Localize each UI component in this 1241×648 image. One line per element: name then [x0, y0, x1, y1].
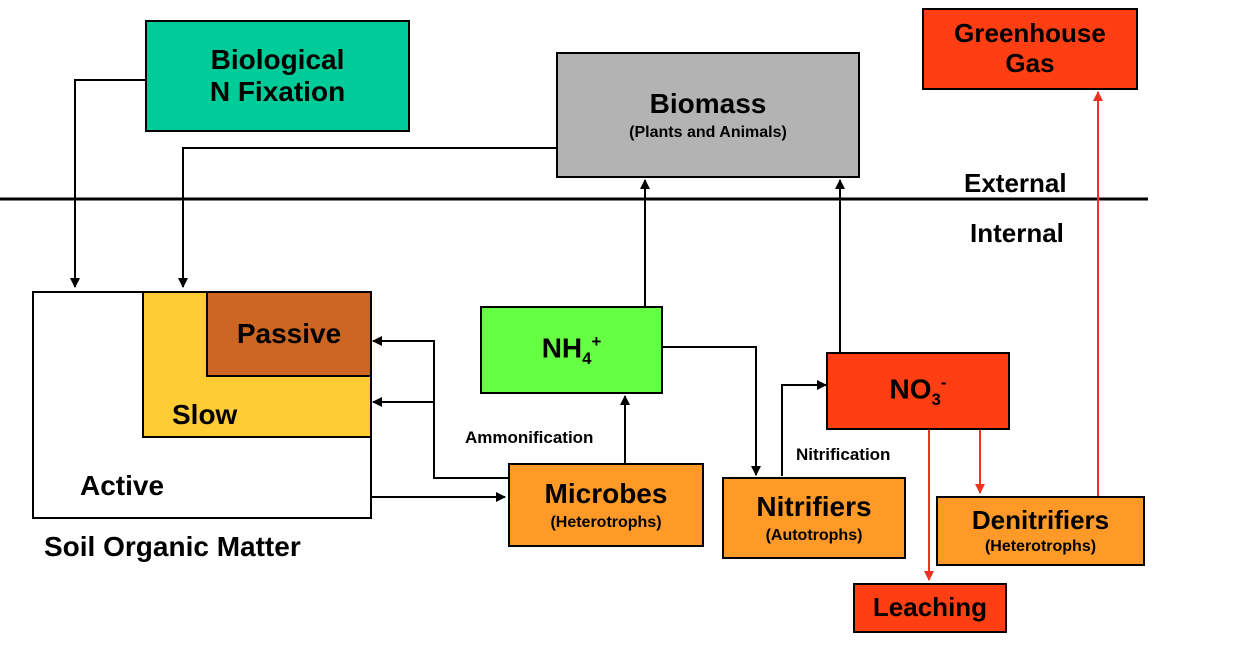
denitrifiers-subtitle: (Heterotrophs): [984, 537, 1097, 555]
soil-passive-box: Passive: [206, 291, 372, 377]
ammonium-superscript: +: [591, 331, 602, 351]
nitrate-box: NO3-: [826, 352, 1010, 430]
ammonium-base: NH: [541, 332, 583, 364]
ammonification-label: Ammonification: [465, 428, 594, 447]
nitrification-arrow: [781, 380, 827, 476]
nitrifiers-title: Nitrifiers: [756, 490, 872, 522]
biomass-title: Biomass: [649, 87, 767, 119]
nitrification-label: Nitrification: [796, 445, 891, 464]
greenhouse-line-1: Greenhouse: [954, 18, 1106, 49]
denitrifiers-title: Denitrifiers: [971, 504, 1110, 535]
external-zone-label: External: [964, 168, 1067, 198]
greenhouse-line-2: Gas: [1005, 48, 1055, 78]
greenhouse-gas-box: Greenhouse Gas: [922, 8, 1138, 90]
biomass-to-soil-arrow: [178, 147, 556, 288]
microbes-to-passive-arrow: [372, 336, 508, 479]
ammonium-formula: NH4+: [542, 332, 602, 368]
soil-organic-matter-caption: Soil Organic Matter: [44, 531, 301, 562]
fixation-line-2: N Fixation: [209, 76, 346, 107]
nitrate-subscript: 3: [931, 389, 941, 409]
microbes-title: Microbes: [544, 477, 668, 509]
biomass-subtitle: (Plants and Animals): [629, 123, 787, 141]
fixation-line-1: Biological: [210, 43, 345, 75]
leaching-title: Leaching: [872, 592, 988, 623]
slow-label: Slow: [172, 399, 238, 430]
ammonium-box: NH4+: [480, 306, 663, 394]
denitrifiers-box: Denitrifiers (Heterotrophs): [936, 496, 1145, 566]
internal-zone-label: Internal: [970, 218, 1064, 248]
ammonium-to-nitrifiers-arrow: [663, 346, 761, 476]
nitrifiers-box: Nitrifiers (Autotrophs): [722, 477, 906, 559]
ammonium-subscript: 4: [582, 348, 592, 368]
biomass-box: Biomass (Plants and Animals): [556, 52, 860, 178]
active-label: Active: [80, 470, 165, 501]
nitrate-formula: NO3-: [890, 373, 947, 409]
nitrate-superscript: -: [940, 372, 947, 392]
microbes-box: Microbes (Heterotrophs): [508, 463, 704, 547]
nitrate-base: NO: [889, 373, 932, 405]
passive-label: Passive: [236, 318, 342, 349]
nitrifiers-subtitle: (Autotrophs): [765, 526, 863, 544]
fixation-to-soil-arrow: [70, 79, 145, 288]
biological-n-fixation-box: Biological N Fixation: [145, 20, 410, 132]
microbes-subtitle: (Heterotrophs): [550, 513, 662, 531]
leaching-box: Leaching: [853, 583, 1007, 633]
